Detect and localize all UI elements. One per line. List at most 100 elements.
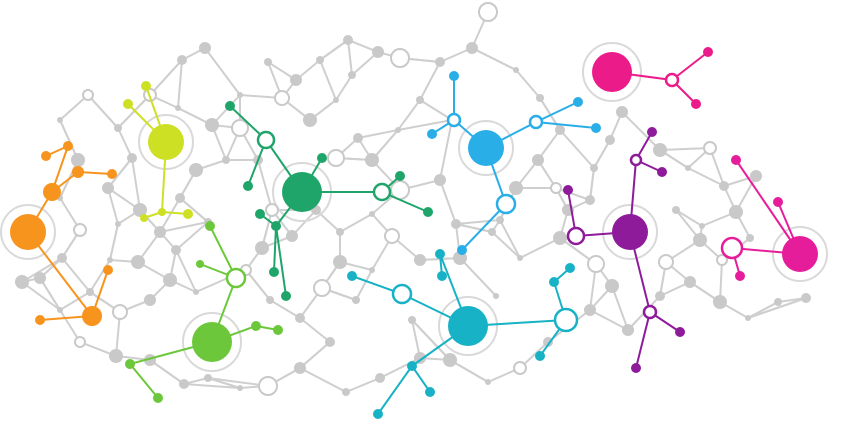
mesh-node	[205, 118, 219, 132]
purple-node	[631, 363, 641, 373]
mesh-edge	[59, 119, 79, 161]
mesh-edge	[459, 257, 497, 297]
lime-node	[183, 209, 193, 219]
mesh-edge	[87, 94, 119, 129]
mesh-edge	[204, 47, 241, 96]
green-node	[125, 359, 135, 369]
cyan-ring-node	[495, 193, 517, 215]
mesh-node	[774, 298, 782, 306]
mesh-edge	[675, 209, 703, 227]
mesh-node	[729, 205, 743, 219]
mesh-edge	[411, 319, 451, 361]
mesh-node	[348, 71, 356, 79]
mesh-edge	[357, 129, 399, 139]
mesh-node	[517, 255, 523, 261]
orange-node	[72, 166, 84, 178]
mesh-node	[266, 296, 274, 304]
teal-ring-node	[391, 283, 413, 305]
mesh-edge	[245, 269, 271, 301]
mesh-edge	[347, 39, 353, 76]
mesh-node	[672, 206, 680, 214]
cyan-ring-node	[528, 114, 544, 130]
mesh-node	[133, 203, 147, 217]
mesh-node	[655, 291, 665, 301]
mesh-edge	[589, 167, 595, 201]
teal-edge	[411, 365, 431, 393]
teal-node	[435, 249, 445, 259]
mesh-node	[801, 293, 811, 303]
mesh-node	[144, 294, 156, 306]
mesh-edge	[411, 319, 421, 359]
mesh-edge	[621, 111, 661, 151]
purple-ring-node	[629, 153, 643, 167]
mesh-node-ring	[587, 255, 605, 273]
mesh-node	[333, 255, 347, 269]
mesh-node	[555, 125, 565, 135]
mesh-node	[513, 67, 519, 73]
magenta-node	[735, 271, 745, 281]
mesh-node	[605, 279, 619, 293]
teal-edge	[377, 365, 413, 415]
colored-nodes	[10, 47, 818, 419]
mesh-node	[294, 362, 306, 374]
orange-hub-halo	[0, 204, 56, 260]
mesh-edge	[519, 237, 561, 259]
mesh-edge	[339, 213, 373, 233]
mesh-node	[622, 324, 634, 336]
mesh-edge	[397, 119, 453, 131]
pink-edge	[671, 51, 709, 81]
orange-hub-node	[10, 214, 46, 250]
pink-hub-halo	[582, 42, 642, 102]
cyan-node	[591, 123, 601, 133]
mesh-node	[57, 253, 67, 263]
lime-node	[141, 81, 151, 91]
mesh-edge	[21, 281, 61, 311]
mesh-node	[325, 337, 335, 347]
emerald-hub-node	[282, 172, 322, 212]
mesh-node	[369, 211, 375, 217]
mesh-edge	[491, 231, 521, 259]
emerald-edge	[273, 225, 277, 273]
teal-ring-node	[553, 307, 579, 333]
colored-edges	[27, 51, 801, 415]
mesh-node-ring	[258, 376, 278, 396]
emerald-ring-node	[372, 182, 392, 202]
purple-edge	[635, 311, 651, 369]
mesh-edge	[419, 61, 441, 101]
cyan-node	[449, 71, 459, 81]
mesh-node	[496, 216, 504, 224]
mesh-node	[543, 337, 553, 347]
mesh-edge	[449, 359, 489, 383]
mesh-node-ring	[478, 2, 498, 22]
mesh-node	[237, 385, 243, 391]
mesh-edge	[345, 377, 381, 393]
mesh-edge	[687, 167, 725, 187]
mesh-edge	[515, 69, 541, 99]
mesh-node	[532, 154, 544, 166]
mesh-edge	[719, 259, 723, 303]
mesh-node	[536, 94, 544, 102]
mesh-node	[745, 315, 751, 321]
mesh-node	[222, 156, 230, 164]
mesh-edge	[39, 277, 61, 311]
mesh-edge	[109, 223, 119, 261]
pink-ring-node	[664, 72, 680, 88]
teal-node	[373, 409, 383, 419]
mesh-edge	[439, 119, 453, 181]
mesh-node	[443, 353, 457, 367]
mesh-node	[493, 293, 499, 299]
mesh-edge	[59, 291, 91, 311]
cyan-edge	[535, 101, 579, 123]
emerald-node	[255, 209, 265, 219]
mesh-node-ring	[265, 203, 279, 217]
mesh-node	[163, 273, 177, 287]
mesh-edge	[559, 129, 595, 169]
mesh-edge	[593, 139, 611, 169]
mesh-node-ring	[82, 89, 94, 101]
mesh-node	[333, 97, 339, 103]
mesh-edge	[175, 249, 197, 293]
teal-node	[549, 277, 559, 287]
mesh-node	[57, 117, 63, 123]
mesh-edge	[471, 47, 517, 71]
mesh-node	[605, 135, 615, 145]
